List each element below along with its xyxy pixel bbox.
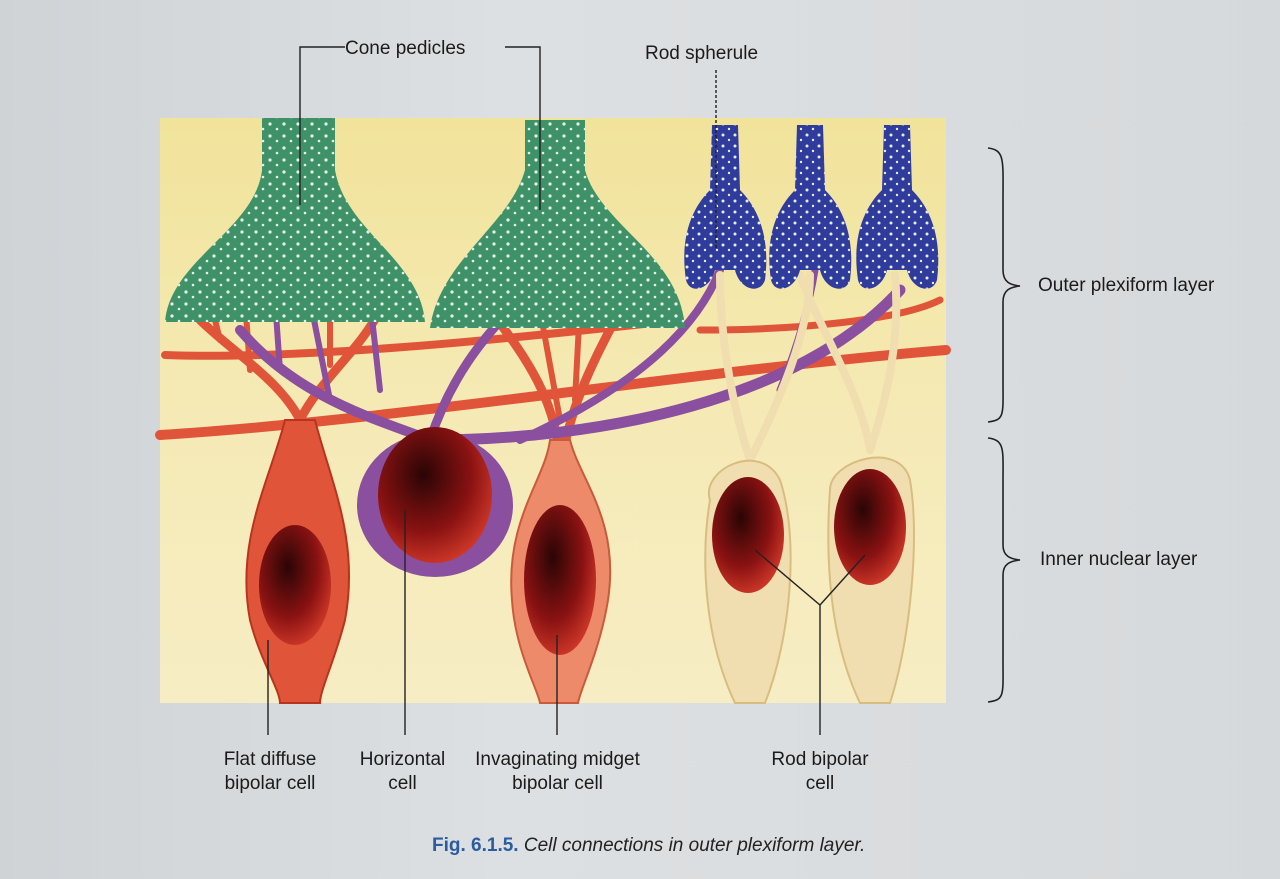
label-invaginating-midget-bipolar-cell: Invaginating midget bipolar cell: [475, 749, 640, 794]
caption-text: Cell connections in outer plexiform laye…: [523, 835, 866, 856]
flat-diffuse-bipolar-nucleus: [259, 525, 331, 645]
cone-pedicle: [430, 120, 685, 328]
rod-bipolar-dendrites: [716, 271, 901, 464]
cone-pedicle: [165, 118, 425, 322]
label-rod-bipolar-cell: Rod bipolar cell: [771, 749, 869, 794]
label-inner-nuclear-layer: Inner nuclear layer: [1040, 549, 1198, 570]
inner-nuclear-bracket: [987, 437, 1021, 703]
caption-number: Fig. 6.1.5.: [432, 835, 519, 856]
figure-caption: Fig. 6.1.5. Cell connections in outer pl…: [432, 835, 865, 857]
label-cone-pedicles: Cone pedicles: [345, 38, 466, 59]
rod-spherule: [769, 125, 852, 289]
outer-plexiform-bracket: [987, 147, 1021, 423]
horizontal-cell-nucleus: [378, 427, 492, 563]
rod-bipolar-nucleus: [712, 477, 784, 593]
rod-spherule: [856, 125, 939, 289]
label-rod-spherule: Rod spherule: [645, 43, 759, 64]
label-flat-diffuse-bipolar-cell: Flat diffuse bipolar cell: [223, 749, 317, 794]
rod-spherule: [684, 125, 767, 289]
leader-lines: [267, 46, 866, 735]
midget-bipolar-nucleus: [524, 505, 596, 655]
rod-bipolar-nucleus: [834, 469, 906, 585]
label-horizontal-cell: Horizontal cell: [359, 749, 446, 794]
label-outer-plexiform-layer: Outer plexiform layer: [1038, 275, 1215, 296]
